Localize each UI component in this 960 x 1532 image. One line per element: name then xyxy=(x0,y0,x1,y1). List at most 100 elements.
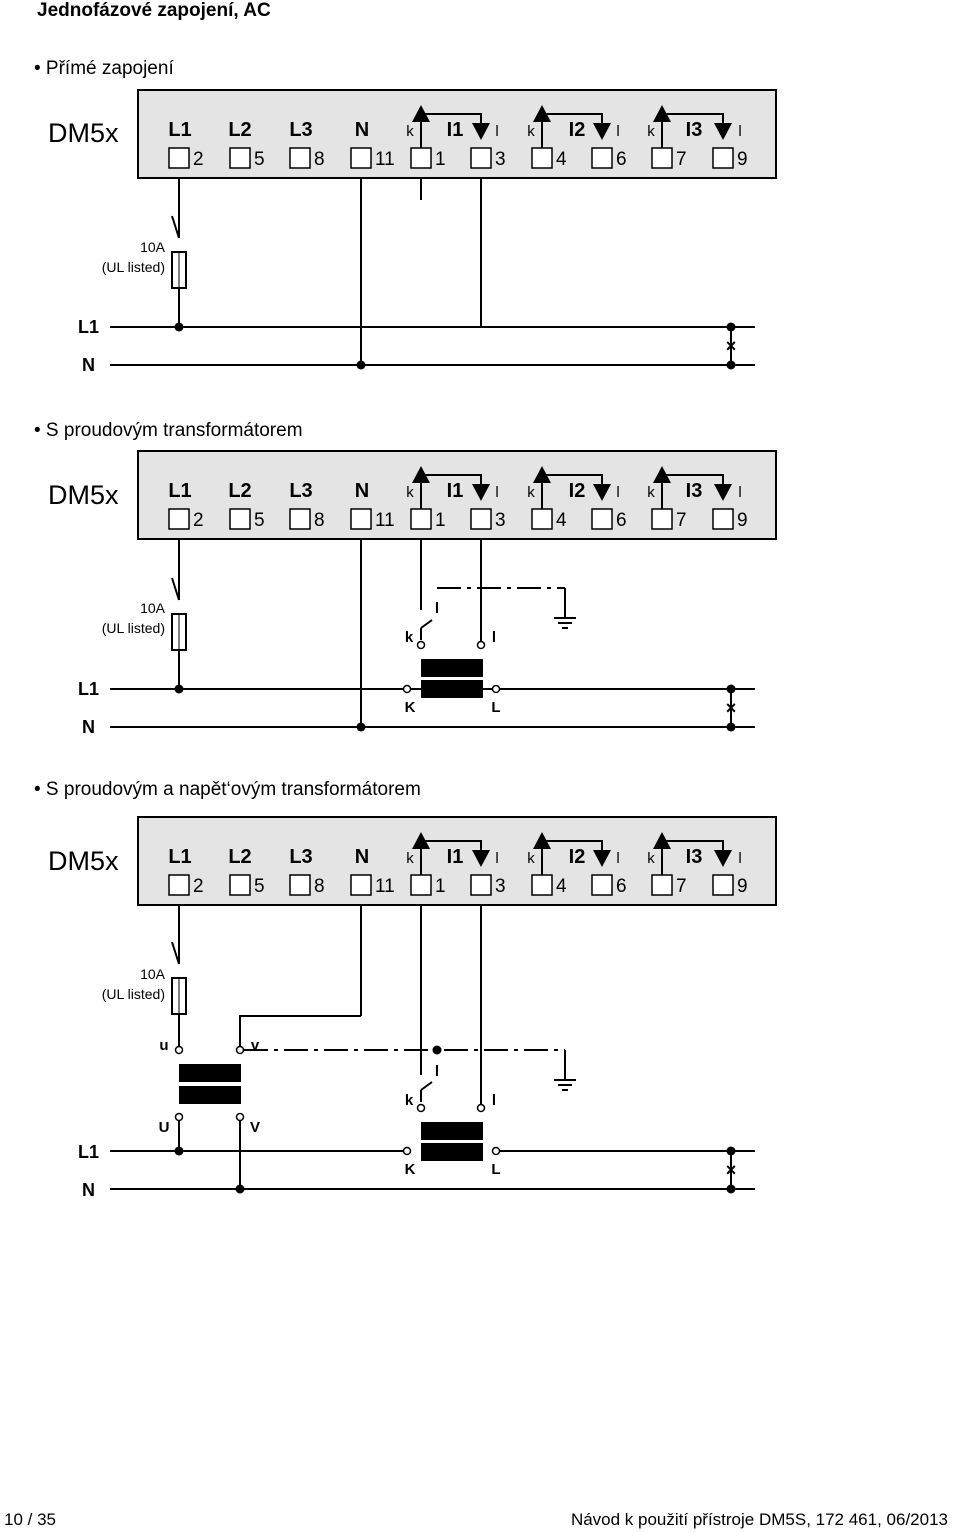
terminal-box xyxy=(712,874,734,896)
down-arrow xyxy=(593,123,611,140)
terminal-number: 8 xyxy=(314,510,325,531)
terminal-ring xyxy=(235,1112,245,1122)
down-arrow xyxy=(714,484,732,501)
terminal-number: 6 xyxy=(616,510,627,531)
fuse-label: 10A (UL listed) xyxy=(102,598,165,638)
terminal-box xyxy=(229,147,251,169)
device-label: DM5x xyxy=(48,480,119,510)
terminal-box xyxy=(651,874,673,896)
terminal-header-l: l xyxy=(495,484,498,501)
junction-dot xyxy=(356,722,366,732)
down-arrow xyxy=(593,850,611,867)
fuse-label: 10A (UL listed) xyxy=(102,237,165,277)
page-number: 10 / 35 xyxy=(4,1510,56,1529)
down-arrow xyxy=(593,484,611,501)
terminal-number: 11 xyxy=(375,149,395,170)
terminal-box xyxy=(470,147,492,169)
section-title-direct: • Přímé zapojení xyxy=(34,58,174,79)
load-mark: × xyxy=(726,336,737,356)
terminal-box xyxy=(531,147,553,169)
vt-primary-V: V xyxy=(250,1119,260,1136)
terminal-header-l: l xyxy=(738,850,741,867)
terminal-header-I3: I3 xyxy=(686,119,703,141)
terminal-box xyxy=(289,874,311,896)
terminal-number: 2 xyxy=(193,149,204,170)
terminal-header-I3: I3 xyxy=(686,480,703,502)
terminal-box xyxy=(410,874,432,896)
terminal-number: 5 xyxy=(254,149,265,170)
terminal-header-I1: I1 xyxy=(447,119,464,141)
down-arrow xyxy=(472,123,490,140)
terminal-box xyxy=(470,508,492,530)
terminal-box xyxy=(168,874,190,896)
current-loop xyxy=(541,840,603,875)
ct-core-upper xyxy=(421,659,483,677)
terminal-box xyxy=(531,508,553,530)
terminal-header-I3: I3 xyxy=(686,846,703,868)
terminal-header-L3: L3 xyxy=(289,480,312,502)
terminal-header-L1: L1 xyxy=(168,119,191,141)
vt-secondary-u: u xyxy=(159,1037,168,1054)
up-arrow xyxy=(533,832,551,849)
up-arrow xyxy=(412,105,430,122)
junction-dot xyxy=(726,722,736,732)
current-loop xyxy=(420,840,482,875)
terminal-header-I2: I2 xyxy=(569,480,586,502)
terminal-number: 7 xyxy=(676,510,687,531)
fuse-listing: (UL listed) xyxy=(101,986,165,1002)
current-loop xyxy=(661,113,724,148)
device-label: DM5x xyxy=(48,118,119,148)
fuse-rating: 10A xyxy=(140,966,165,982)
terminal-header-l: l xyxy=(616,850,619,867)
junction-dot xyxy=(726,1146,736,1156)
ct-primary-L: L xyxy=(491,1161,500,1178)
down-arrow xyxy=(714,850,732,867)
terminal-box xyxy=(712,508,734,530)
terminal-header-k: k xyxy=(527,123,535,140)
ct-primary-K: K xyxy=(405,699,416,716)
line-label-n: N xyxy=(82,717,95,737)
junction-dot xyxy=(726,360,736,370)
fuse-listing: (UL listed) xyxy=(101,259,165,275)
terminal-number: 11 xyxy=(375,876,395,897)
terminal-ring xyxy=(491,684,501,694)
device-label: DM5x xyxy=(48,846,119,876)
terminal-number: 9 xyxy=(737,149,748,170)
terminal-number: 6 xyxy=(616,149,627,170)
section-title-ct: • S proudovým transformátorem xyxy=(34,420,303,441)
terminal-box xyxy=(591,147,613,169)
ct-secondary-k: k xyxy=(405,629,414,646)
terminal-box xyxy=(350,508,372,530)
ct-lead-label: l xyxy=(435,1063,439,1080)
switch-contact xyxy=(171,577,180,601)
terminal-number: 5 xyxy=(254,510,265,531)
current-loop xyxy=(541,113,603,148)
up-arrow xyxy=(653,105,671,122)
terminal-ring xyxy=(476,1103,486,1113)
line-label-n: N xyxy=(82,355,95,375)
ct-core-lower xyxy=(421,1143,483,1161)
junction-dot xyxy=(356,360,366,370)
line-label-l1: L1 xyxy=(78,1142,100,1162)
document-reference: Návod k použití přístroje DM5S, 172 461,… xyxy=(570,1510,948,1529)
terminal-number: 9 xyxy=(737,510,748,531)
terminal-header-L3: L3 xyxy=(289,846,312,868)
up-arrow xyxy=(412,466,430,483)
wire xyxy=(420,619,433,629)
ct-primary-L: L xyxy=(491,699,500,716)
current-loop xyxy=(541,474,603,509)
terminal-box xyxy=(350,874,372,896)
terminal-header-l: l xyxy=(616,484,619,501)
up-arrow xyxy=(412,832,430,849)
terminal-box xyxy=(410,508,432,530)
terminal-header-l: l xyxy=(616,123,619,140)
terminal-ring xyxy=(416,640,426,650)
up-arrow xyxy=(533,466,551,483)
terminal-header-I2: I2 xyxy=(569,119,586,141)
terminal-box xyxy=(651,508,673,530)
terminal-header-k: k xyxy=(406,123,414,140)
wire xyxy=(420,1081,433,1091)
terminal-header-k: k xyxy=(647,484,655,501)
switch-contact xyxy=(171,941,180,965)
